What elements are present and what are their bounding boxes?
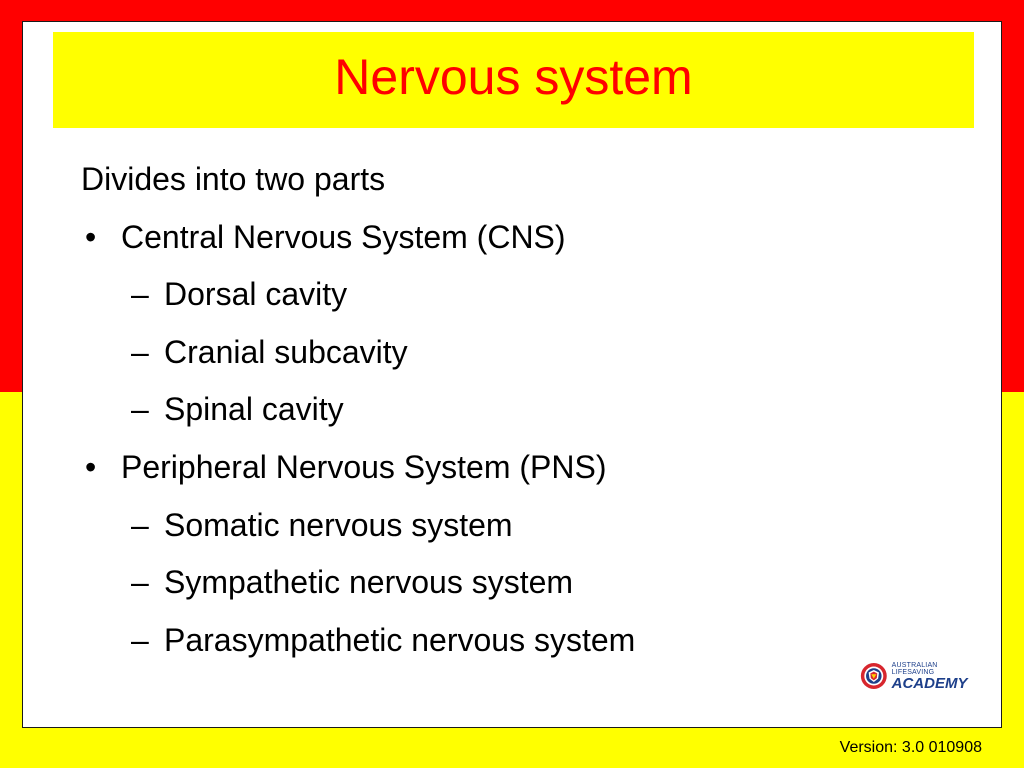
list-item-text: Parasympathetic nervous system (164, 621, 636, 658)
lifesaving-emblem-icon (860, 663, 887, 689)
bullet-marker: • (85, 218, 97, 255)
list-item-text: Sympathetic nervous system (164, 564, 574, 601)
list-item: –Dorsal cavity (81, 266, 961, 324)
slide-title: Nervous system (334, 49, 693, 105)
list-item-text: Somatic nervous system (164, 506, 513, 543)
slide-panel: Nervous system Divides into two parts • C… (22, 21, 1002, 728)
list-item: –Sympathetic nervous system (81, 554, 961, 612)
dash-marker: – (131, 276, 149, 313)
dash-marker: – (131, 391, 149, 428)
logo-line-2: ACADEMY (891, 674, 968, 692)
title-bar: Nervous system (53, 32, 974, 128)
dash-marker: – (131, 564, 149, 601)
logo-line-1: AUSTRALIAN LIFESAVING (891, 661, 938, 676)
logo-text: AUSTRALIAN LIFESAVING ACADEMY (892, 662, 970, 691)
list-item-text: Cranial subcavity (164, 333, 408, 370)
list-item: –Somatic nervous system (81, 497, 961, 555)
list-item: • Peripheral Nervous System (PNS) (81, 439, 961, 497)
version-label: Version: 3.0 010908 (839, 739, 982, 756)
list-item-text: Peripheral Nervous System (PNS) (121, 448, 607, 485)
bullet-marker: • (85, 448, 97, 485)
list-item: • Central Nervous System (CNS) (81, 209, 961, 267)
dash-marker: – (131, 333, 149, 370)
list-item: –Parasympathetic nervous system (81, 612, 961, 670)
academy-logo: AUSTRALIAN LIFESAVING ACADEMY (860, 656, 970, 696)
list-item-text: Dorsal cavity (164, 276, 348, 313)
list-item-text: Central Nervous System (CNS) (121, 218, 566, 255)
dash-marker: – (131, 621, 149, 658)
list-item-text: Spinal cavity (164, 391, 344, 428)
list-item: –Cranial subcavity (81, 324, 961, 382)
dash-marker: – (131, 506, 149, 543)
list-item: –Spinal cavity (81, 381, 961, 439)
list-item-text: Divides into two parts (81, 161, 386, 197)
list-item: Divides into two parts (81, 151, 961, 209)
bullet-list: Divides into two parts • Central Nervous … (81, 151, 961, 669)
